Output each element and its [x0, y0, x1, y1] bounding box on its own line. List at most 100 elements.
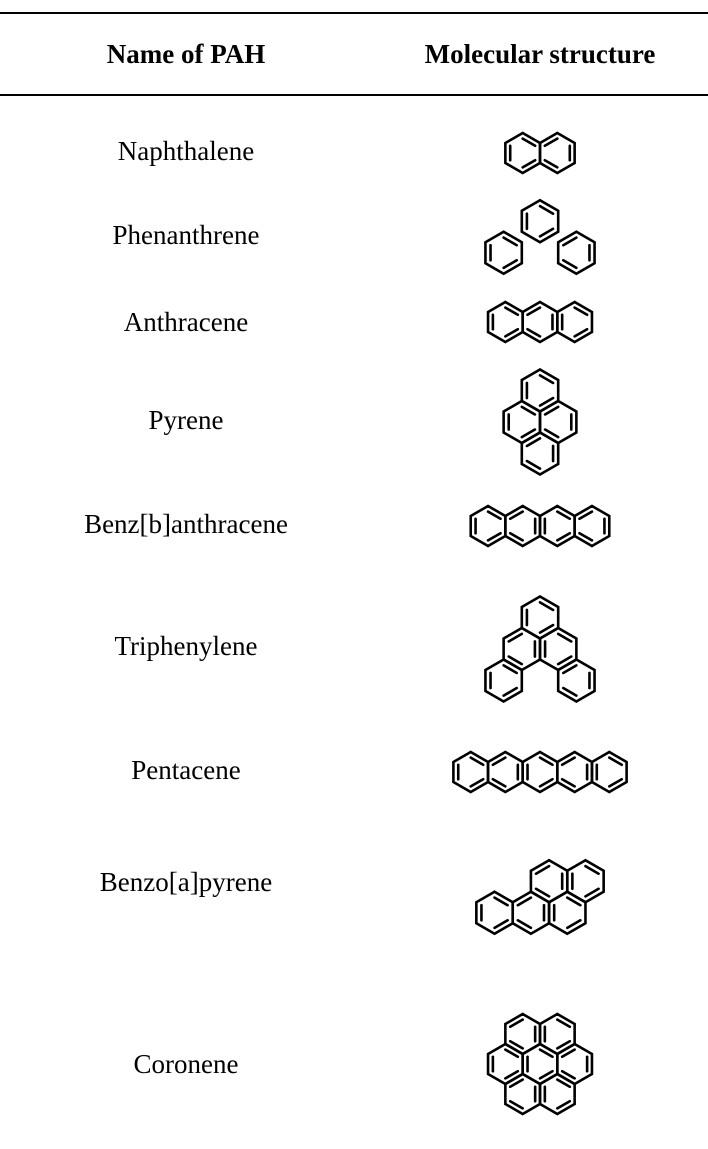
- ring-outline: [556, 300, 594, 344]
- double-bond-line: [508, 1039, 524, 1050]
- double-bond-line: [538, 777, 554, 788]
- table-row: Benz[b]anthracene: [0, 486, 708, 566]
- double-bond-line: [502, 236, 519, 247]
- double-bond-line: [584, 864, 600, 875]
- double-bond-line: [543, 137, 559, 148]
- pah-name: Triphenylene: [114, 631, 258, 661]
- ring-outline: [520, 431, 560, 477]
- double-bond-line: [520, 428, 537, 439]
- ring-outline: [590, 750, 628, 794]
- double-bond-line: [556, 1099, 572, 1110]
- double-bond-line: [538, 227, 555, 238]
- double-bond-line: [607, 777, 624, 788]
- double-bond-line: [493, 896, 509, 907]
- double-bond-line: [543, 158, 559, 169]
- benz-b-anthracene-structure-icon: [469, 504, 611, 548]
- double-bond-line: [534, 887, 551, 898]
- table-top-rule: [0, 12, 708, 14]
- pah-name: Pentacene: [131, 755, 241, 785]
- ring-outline: [520, 198, 560, 244]
- double-bond-line: [504, 306, 520, 317]
- double-bond-line: [556, 1078, 572, 1089]
- table-header-rule: [0, 94, 708, 96]
- double-bond-line: [508, 510, 524, 521]
- column-header-structure: Molecular structure: [424, 39, 656, 69]
- ring-outline: [565, 858, 605, 904]
- double-bond-line: [508, 1078, 524, 1089]
- pentacene-structure-icon: [452, 750, 628, 794]
- double-bond-line: [538, 396, 555, 407]
- double-bond-line: [502, 686, 519, 697]
- double-bond-line: [538, 756, 554, 767]
- double-bond-line: [565, 896, 582, 907]
- ring-outline: [520, 368, 560, 414]
- double-bond-line: [561, 236, 578, 247]
- double-bond-line: [578, 510, 594, 521]
- double-bond-line: [543, 428, 560, 439]
- table-row: Coronene: [0, 982, 708, 1146]
- double-bond-line: [508, 1099, 524, 1110]
- double-bond-line: [560, 1069, 576, 1080]
- double-bond-line: [520, 405, 537, 416]
- table-row: Anthracene: [0, 286, 708, 358]
- double-bond-line: [508, 531, 524, 542]
- double-bond-line: [560, 756, 576, 767]
- double-bond-line: [573, 306, 589, 317]
- ring-outline: [484, 658, 524, 704]
- pah-name: Benz[b]anthracene: [84, 509, 288, 539]
- triphenylene-structure-icon: [484, 595, 596, 704]
- double-bond-line: [504, 1069, 520, 1080]
- double-bond-line: [502, 664, 519, 675]
- double-bond-line: [561, 259, 578, 270]
- double-bond-line: [584, 887, 600, 898]
- double-bond-line: [538, 374, 555, 385]
- double-bond-line: [538, 204, 555, 215]
- pah-name: Benzo[a]pyrene: [99, 867, 273, 897]
- double-bond-line: [556, 1039, 572, 1050]
- coronene-structure-icon: [486, 1012, 594, 1116]
- double-bond-line: [504, 327, 520, 338]
- column-header-name: Name of PAH: [106, 39, 266, 69]
- table-row: Naphthalene: [0, 118, 708, 188]
- double-bond-line: [504, 1048, 520, 1059]
- double-bond-line: [525, 459, 542, 470]
- ring-outline: [556, 658, 596, 704]
- double-bond-line: [556, 531, 572, 542]
- double-bond-line: [526, 306, 542, 317]
- double-bond-line: [556, 1018, 572, 1029]
- anthracene-structure-icon: [486, 300, 594, 344]
- double-bond-line: [538, 623, 555, 634]
- pyrene-structure-icon: [502, 368, 578, 477]
- double-bond-line: [573, 327, 589, 338]
- double-bond-line: [565, 919, 582, 930]
- double-bond-line: [486, 510, 502, 521]
- double-bond-line: [516, 919, 533, 930]
- ring-outline: [538, 131, 576, 175]
- double-bond-line: [516, 896, 533, 907]
- double-bond-line: [560, 1048, 576, 1059]
- ring-outline: [573, 504, 611, 548]
- ring-outline: [556, 230, 596, 276]
- pah-name: Anthracene: [123, 307, 249, 337]
- table-row: Phenanthrene: [0, 188, 708, 286]
- phenanthrene-structure-icon: [484, 198, 596, 276]
- double-bond-line: [561, 686, 578, 697]
- double-bond-line: [491, 756, 507, 767]
- double-bond-line: [538, 1069, 554, 1080]
- pah-name: Coronene: [133, 1049, 239, 1079]
- double-bond-line: [493, 919, 509, 930]
- double-bond-line: [556, 655, 573, 666]
- pah-name: Naphthalene: [117, 136, 255, 166]
- double-bond-line: [556, 510, 572, 521]
- double-bond-line: [491, 777, 507, 788]
- table-row: Benzo[a]pyrene: [0, 812, 708, 982]
- table-row: Pentacene: [0, 732, 708, 812]
- table-row: Pyrene: [0, 358, 708, 486]
- double-bond-line: [534, 864, 551, 875]
- double-bond-line: [507, 655, 524, 666]
- double-bond-line: [507, 632, 524, 643]
- ring-outline: [484, 230, 524, 276]
- double-bond-line: [486, 531, 502, 542]
- double-bond-line: [469, 756, 485, 767]
- double-bond-line: [521, 137, 537, 148]
